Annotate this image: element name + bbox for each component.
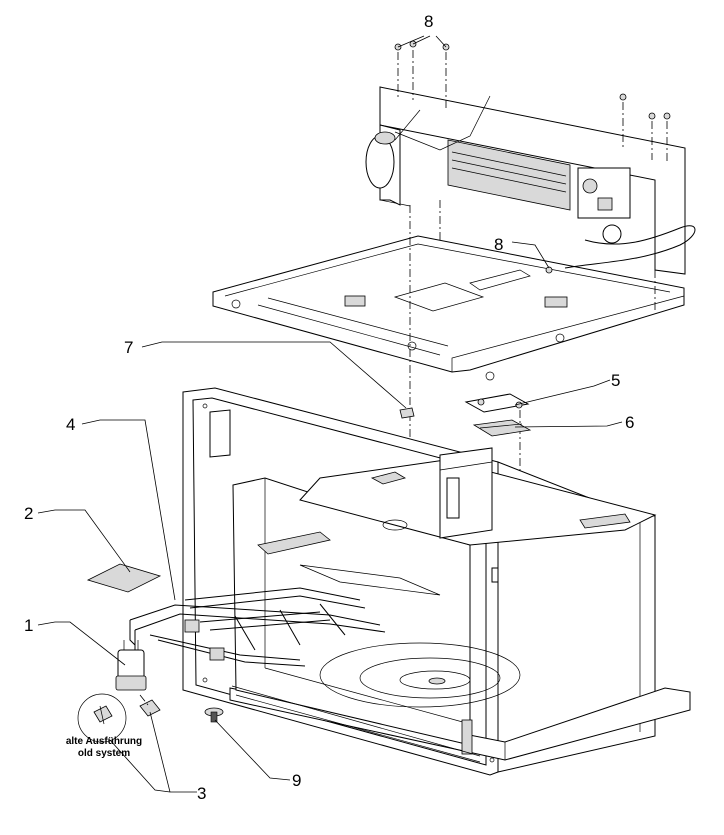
old-system-detail: alte Ausführung old system: [66, 693, 142, 759]
upper-control-assembly: [212, 40, 696, 520]
callout-4: 4: [66, 415, 75, 434]
socket-part-1: [115, 640, 147, 691]
grill-heating-element-part-4: [129, 587, 386, 667]
mica-cover-part-2: [86, 563, 162, 593]
callout-5: 5: [611, 371, 620, 390]
callout-1: 1: [24, 616, 33, 635]
callout-9: 9: [292, 771, 301, 790]
callout-numbers: 8 8 7 5 6 4 2 1 3 9: [24, 12, 634, 803]
oven-cavity: [182, 387, 691, 776]
small-plate-part-7: [399, 407, 415, 419]
old-system-label-de: alte Ausführung: [66, 736, 142, 747]
callout-2: 2: [24, 504, 33, 523]
knob-part-9: [204, 707, 224, 723]
callout-3: 3: [197, 784, 206, 803]
callout-6: 6: [625, 413, 634, 432]
callout-8-mid: 8: [494, 235, 503, 254]
callout-8-top: 8: [424, 12, 433, 31]
callout-7: 7: [124, 338, 133, 357]
spacer-strip-part-6: [472, 419, 532, 437]
clip-part-3: [139, 694, 161, 717]
mounting-bracket-part-5: [464, 393, 530, 413]
leader-lines: [37, 35, 623, 793]
old-system-label-en: old system: [78, 748, 130, 759]
